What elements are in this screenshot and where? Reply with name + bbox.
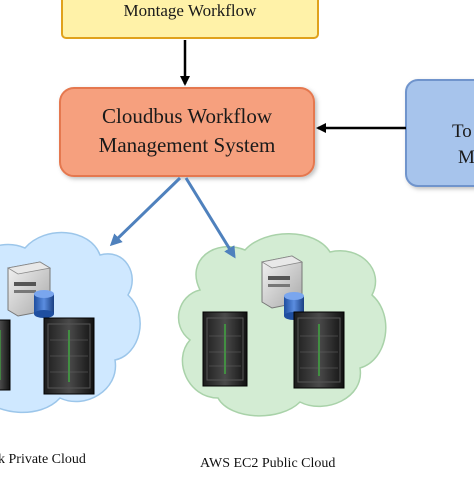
side-box-label-line1: To — [452, 121, 472, 142]
private-tower-left-icon — [0, 319, 11, 391]
cloudbus-label-line2: Management System — [98, 133, 276, 157]
private-database-icon — [34, 290, 54, 318]
arrow-cloudbus-to-public — [184, 177, 236, 259]
side-box-label-line2: M — [458, 147, 474, 168]
private-cloud-caption: k Private Cloud — [0, 452, 86, 467]
side-box — [405, 79, 474, 187]
montage-workflow-box — [61, 0, 319, 39]
private-tower-right-icon — [43, 317, 95, 395]
public-tower-right-icon — [293, 311, 345, 389]
arrow-cloudbus-to-private — [109, 176, 182, 247]
public-cloud-caption: AWS EC2 Public Cloud — [200, 456, 336, 471]
montage-workflow-label: Montage Workflow — [123, 1, 257, 20]
cloudbus-label-line1: Cloudbus Workflow — [101, 104, 272, 128]
cloudbus-box — [59, 87, 315, 177]
public-tower-left-icon — [202, 311, 248, 387]
